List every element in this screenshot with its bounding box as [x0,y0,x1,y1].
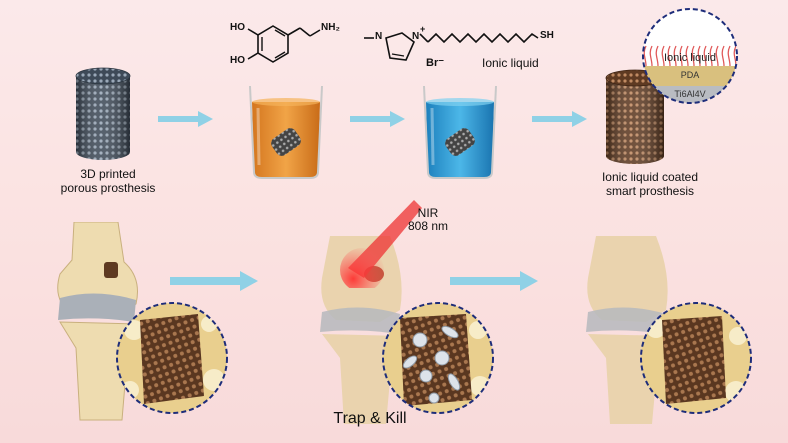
dopamine-beaker [249,85,323,179]
bromide-ion: Br⁻ [426,57,445,69]
arrow-right-1 [158,111,213,127]
nir-laser-beam [340,200,422,288]
arrow-right-2 [350,111,405,127]
scaffold-label-line2: porous prosthesis [60,181,156,195]
ionic-positive-charge: + [420,24,426,34]
thiol-group: SH [540,30,554,41]
bone-integration-inset [116,302,228,414]
nir-wavelength: 808 nm [407,219,449,233]
ionic-nitrogen-1: N [375,31,383,42]
dopamine-oh-2: HO [230,55,245,66]
coated-label-line1: Ionic liquid coated [601,170,699,184]
dopamine-oh-1: HO [230,22,245,33]
ionic-liquid-beaker [423,85,497,179]
scaffold-label-line1: 3D printed [80,167,136,181]
coated-label-line2: smart prosthesis [605,184,695,198]
nir-label: NIR [417,206,439,220]
ionic-liquid-structure: N N + Br⁻ SH Ionic liquid [362,16,572,82]
arrow-right-4 [170,271,258,291]
ionic-liquid-title: Ionic liquid [482,56,539,70]
trap-and-kill-caption: Trap & Kill [333,410,407,427]
dopamine-amine: NH₂ [321,22,340,33]
layer-pda: PDA [680,70,700,80]
coating-layers-inset: Ionic liquid PDA Ti6Al4V [640,6,740,106]
layer-ionic-liquid: Ionic liquid [664,52,716,64]
bacteria-trap-inset [382,302,494,414]
titanium-scaffold [75,67,131,160]
arrow-right-3 [532,111,587,127]
ionic-nitrogen-2: N [412,31,420,42]
dopamine-structure: HO HO NH₂ [228,8,348,80]
layer-ti6al4v: Ti6Al4V [674,89,706,99]
arrow-right-5 [450,271,538,291]
healed-bone-inset [640,302,752,414]
